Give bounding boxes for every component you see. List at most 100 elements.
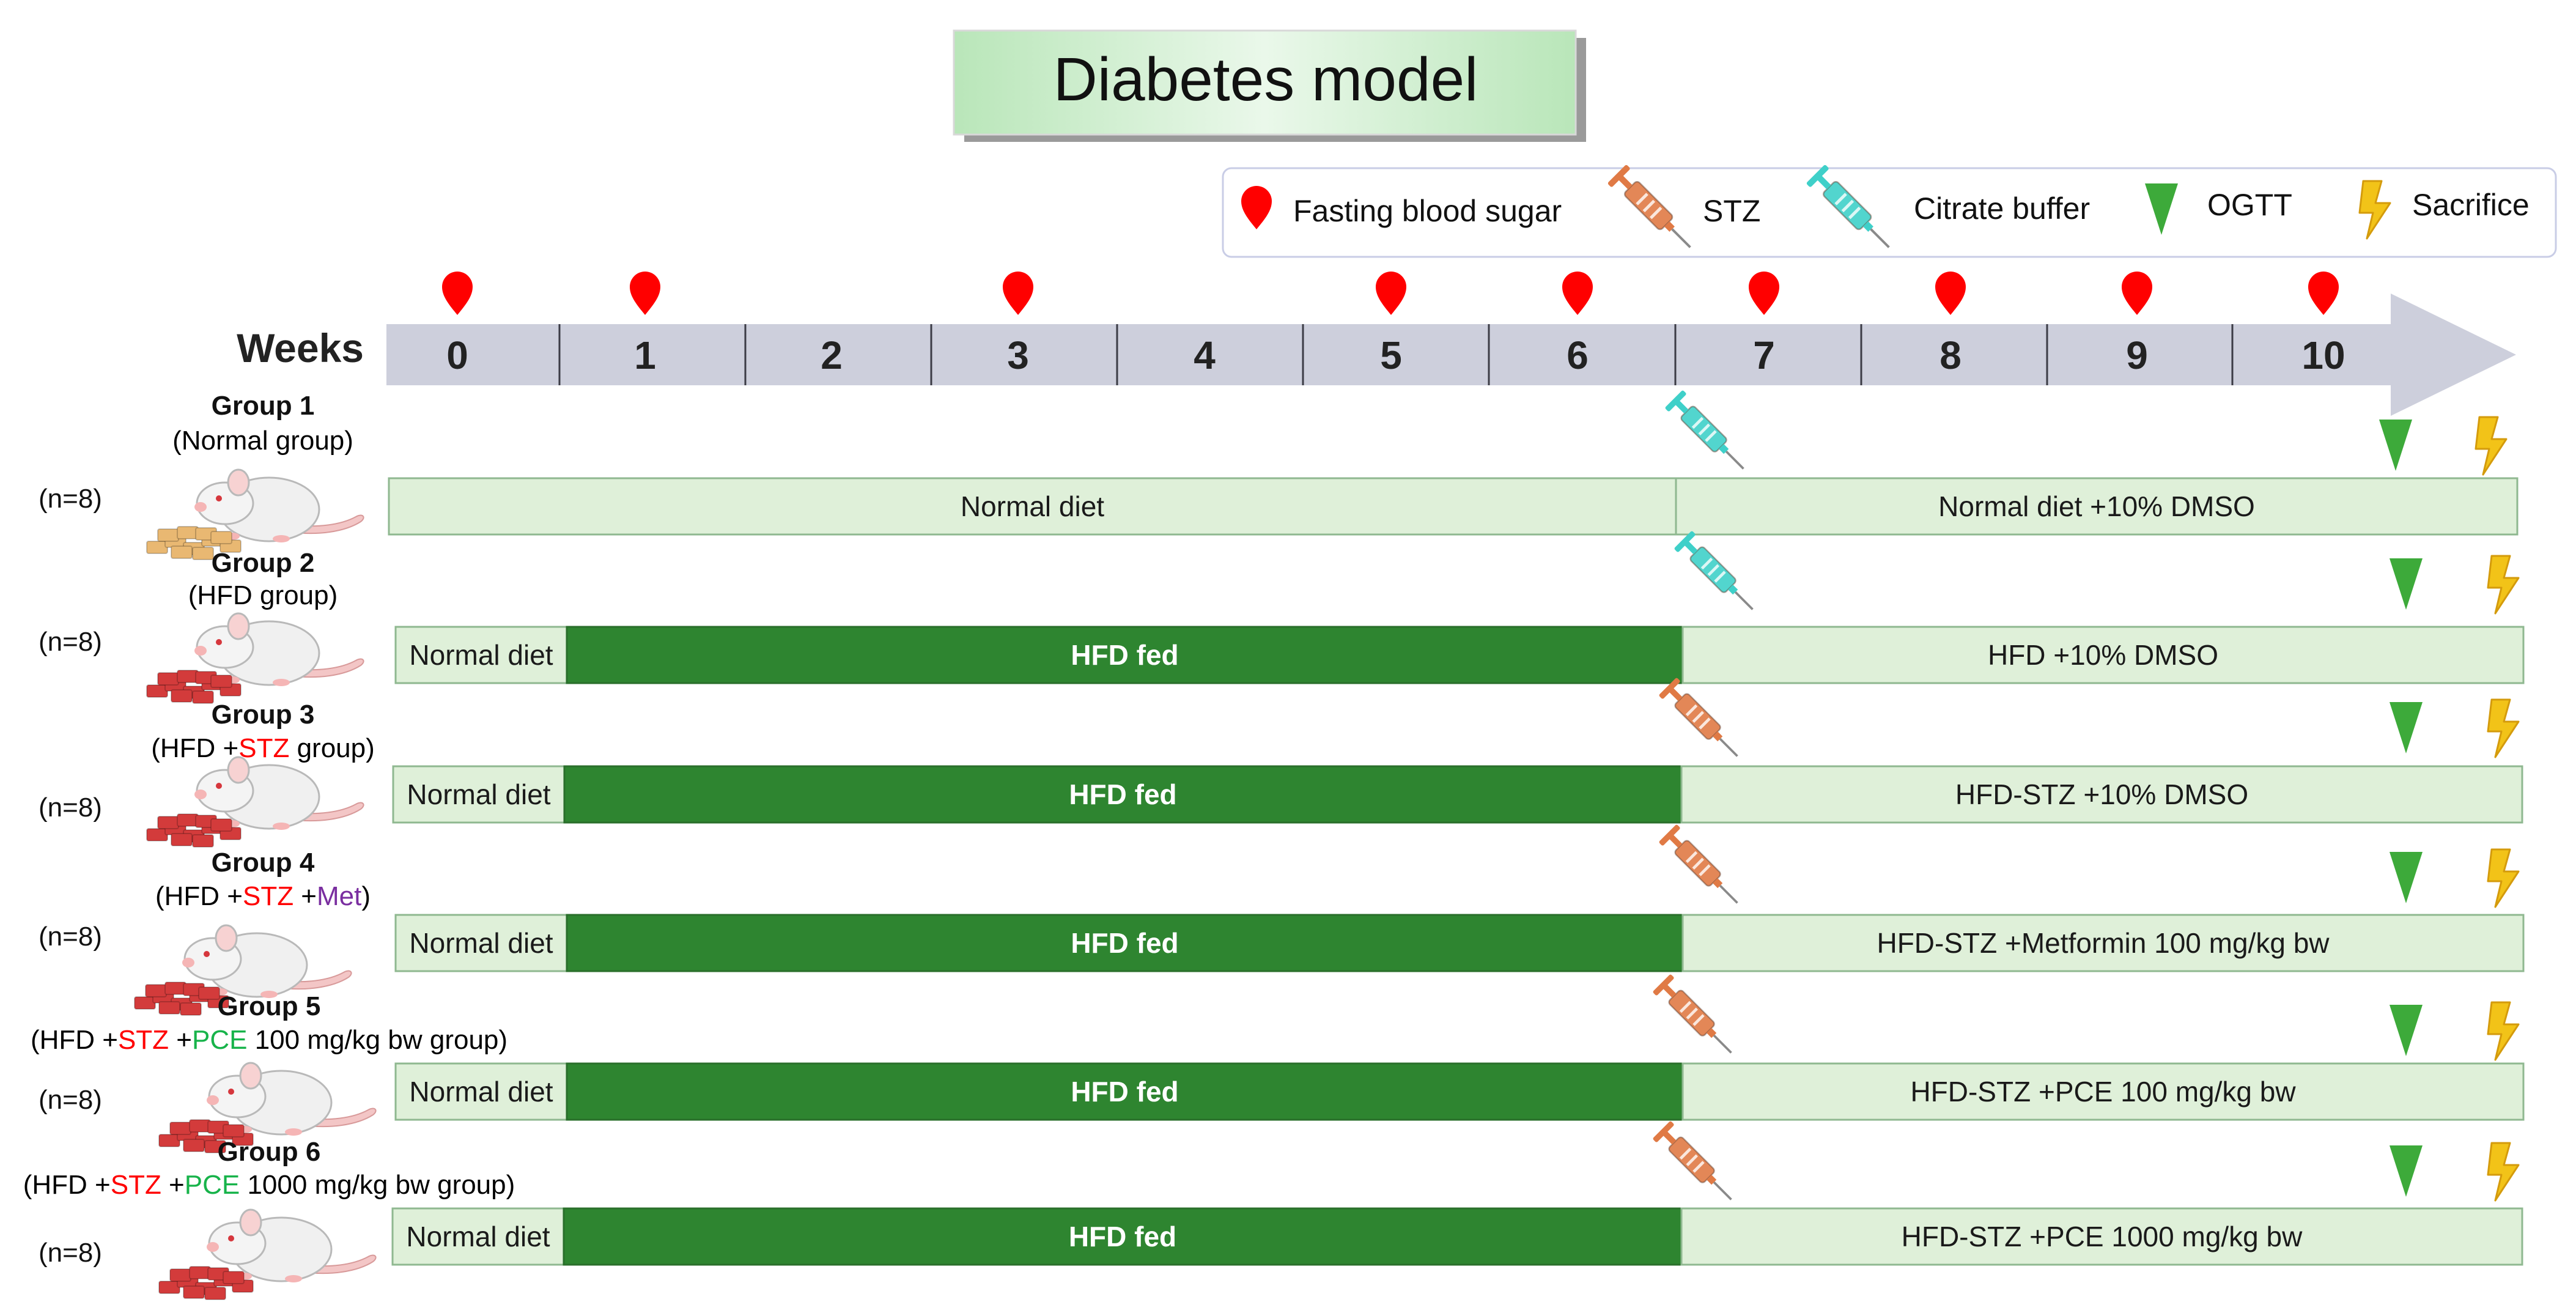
group-subtitle: (HFD +STZ +PCE 1000 mg/kg bw group)	[23, 1170, 515, 1200]
group-sample-size: (n=8)	[39, 793, 102, 823]
week-label-2: 2	[821, 333, 843, 377]
sacrifice-lightning-icon	[2487, 848, 2520, 908]
sacrifice-lightning-icon	[2487, 698, 2520, 758]
group-subtitle-part: STZ	[243, 881, 293, 911]
group-subtitle-part: (Normal group)	[172, 426, 353, 456]
ogtt-triangle-icon	[2390, 1005, 2423, 1056]
week-label-4: 4	[1194, 333, 1216, 377]
diet-segment-label: Normal diet	[409, 927, 553, 959]
fasting-blood-sugar-marker-icon	[1376, 272, 1406, 315]
week-label-9: 9	[2126, 333, 2148, 377]
sacrifice-lightning-icon	[2487, 555, 2520, 615]
sacrifice-lightning-icon	[2487, 1142, 2520, 1202]
week-label-5: 5	[1380, 333, 1402, 377]
diet-segment-bar	[392, 765, 566, 824]
fasting-blood-sugar-marker-icon	[2122, 272, 2152, 315]
fasting-blood-sugar-marker-icon	[630, 272, 660, 315]
week-label-0: 0	[446, 333, 468, 377]
diet-segment-bar	[1680, 1207, 2523, 1266]
diet-segment-label: HFD-STZ +PCE 100 mg/kg bw	[1910, 1076, 2296, 1108]
sacrifice-lightning-icon	[2487, 1001, 2520, 1061]
group-name: Group 2	[212, 548, 315, 578]
legend-stz-label: STZ	[1703, 194, 1760, 228]
group-name: Group 1	[212, 391, 315, 421]
group-subtitle-part: )	[361, 881, 371, 911]
food-pellets-icon	[158, 1266, 254, 1300]
food-pellets-icon	[146, 526, 242, 560]
week-label-8: 8	[1939, 333, 1962, 377]
diet-segment-bar	[1675, 477, 2519, 536]
week-label-1: 1	[634, 333, 656, 377]
fasting-blood-sugar-marker-icon	[1562, 272, 1593, 315]
group-subtitle: (HFD group)	[188, 580, 338, 610]
ogtt-triangle-icon	[2390, 702, 2423, 753]
ogtt-triangle-icon	[2390, 852, 2423, 903]
diet-segment-label: Normal diet	[406, 1221, 550, 1252]
fasting-blood-sugar-marker-icon	[1003, 272, 1033, 315]
group-subtitle-part: 1000 mg/kg bw group)	[240, 1170, 515, 1200]
diet-segment-label: HFD fed	[1071, 927, 1178, 959]
diet-segment-bar	[1681, 914, 2525, 972]
legend-fasting-blood-sugar-label: Fasting blood sugar	[1293, 194, 1562, 228]
legend-ogtt-label: OGTT	[2207, 188, 2292, 222]
stz-syringe-icon	[1652, 1120, 1741, 1210]
group-subtitle-part: 100 mg/kg bw group)	[247, 1025, 507, 1055]
week-label-6: 6	[1567, 333, 1589, 377]
title-box: Diabetes model	[953, 29, 1586, 142]
group-subtitle-part: STZ	[238, 733, 289, 763]
diet-segment-label: Normal diet	[409, 639, 553, 671]
fasting-blood-sugar-marker-icon	[2308, 272, 2339, 315]
group-subtitle-part: +	[169, 1025, 192, 1055]
group-name: Group 5	[218, 991, 321, 1021]
page-title: Diabetes model	[1054, 45, 1478, 114]
sacrifice-lightning-icon	[2475, 416, 2508, 476]
group-5: Group 5(HFD +STZ +PCE 100 mg/kg bw group…	[31, 973, 2525, 1153]
diet-segment-label: Normal diet +10% DMSO	[1938, 490, 2255, 522]
timeline-arrow	[386, 294, 2516, 416]
diet-segment-bar	[391, 1207, 565, 1266]
diet-segment-bar	[566, 1062, 1684, 1121]
group-subtitle-part: STZ	[111, 1170, 161, 1200]
fasting-blood-sugar-marker-icon	[1749, 272, 1779, 315]
group-subtitle-part: (HFD +	[23, 1170, 111, 1200]
group-subtitle-part: (HFD +	[151, 733, 238, 763]
diet-segment-label: HFD fed	[1071, 1076, 1178, 1108]
diet-segment-bar	[1681, 626, 2525, 684]
group-subtitle-part: Met	[317, 881, 361, 911]
legend-sacrifice-label: Sacrifice	[2412, 188, 2530, 222]
diet-segment-bar	[1681, 1062, 2525, 1121]
legend-citrate-buffer-label: Citrate buffer	[1914, 191, 2090, 226]
timeline-axis-label: Weeks	[237, 325, 364, 371]
diet-segment-bar	[566, 626, 1684, 684]
diet-segment-label: HFD-STZ +10% DMSO	[1955, 779, 2248, 810]
diet-segment-label: HFD-STZ +Metformin 100 mg/kg bw	[1877, 927, 2330, 959]
legend: Fasting blood sugar STZ Citrate buffer O…	[1222, 163, 2557, 258]
diet-segment-label: HFD-STZ +PCE 1000 mg/kg bw	[1902, 1221, 2303, 1252]
week-label-7: 7	[1753, 333, 1775, 377]
stz-syringe-icon	[1652, 973, 1741, 1063]
ogtt-triangle-icon	[2390, 558, 2423, 610]
week-label-10: 10	[2301, 333, 2345, 377]
group-subtitle-part: (HFD group)	[188, 580, 338, 610]
ogtt-triangle-icon	[2390, 1145, 2423, 1197]
diet-segment-bar	[566, 914, 1684, 972]
group-subtitle-part: (HFD +	[155, 881, 243, 911]
stz-syringe-icon	[1658, 676, 1747, 766]
group-subtitle-part: PCE	[192, 1025, 247, 1055]
group-subtitle: (Normal group)	[172, 426, 353, 456]
diet-segment-label: HFD fed	[1069, 1221, 1176, 1252]
group-subtitle-part: PCE	[185, 1170, 240, 1200]
group-subtitle-part: +	[293, 881, 317, 911]
group-subtitle-part: STZ	[118, 1025, 169, 1055]
group-sample-size: (n=8)	[39, 627, 102, 657]
group-subtitle: (HFD +STZ +Met)	[155, 881, 371, 911]
diet-segment-bar	[1680, 765, 2523, 824]
timeline-dividers	[558, 324, 2234, 385]
group-sample-size: (n=8)	[39, 1085, 102, 1115]
